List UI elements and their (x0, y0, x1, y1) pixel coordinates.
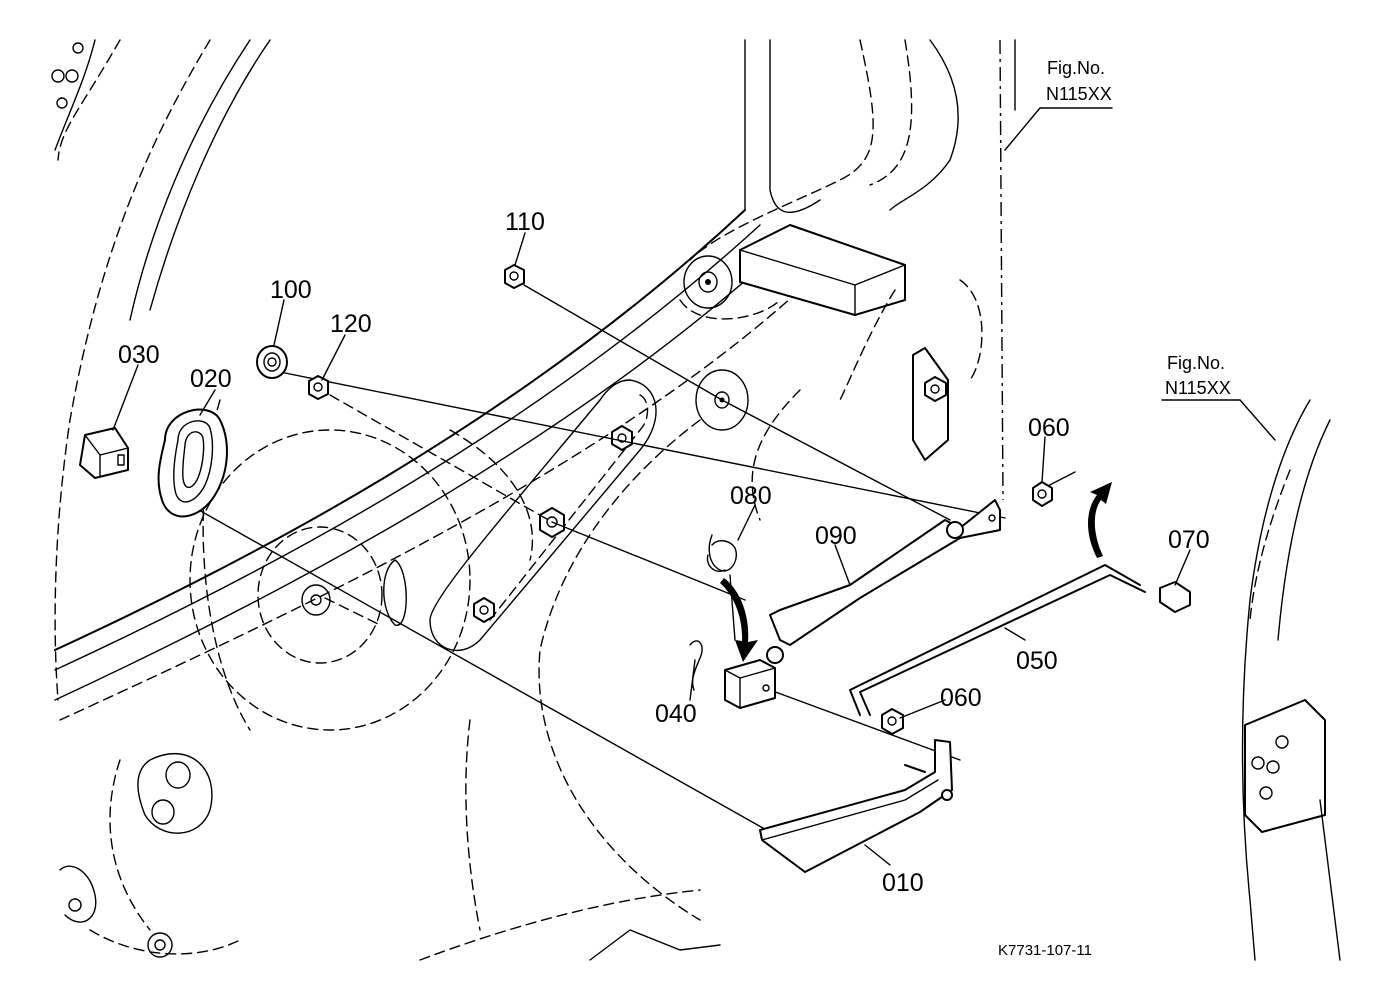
part-label-050: 050 (1016, 647, 1058, 675)
part-050-rod (849, 564, 1146, 716)
part-110-nut (504, 264, 525, 289)
part-label-040: 040 (655, 700, 697, 728)
part-020-grommet (157, 408, 228, 518)
part-120-nut (308, 375, 329, 400)
part-label-020: 020 (190, 365, 232, 393)
part-010-pedal-bracket (759, 739, 953, 873)
part-label-010: 010 (882, 869, 924, 897)
part-label-070: 070 (1168, 526, 1210, 554)
part-030-cap (79, 427, 129, 479)
assembly-arrow-spring (720, 578, 758, 662)
part-060-nut-lower (881, 708, 904, 735)
part-label-100: 100 (270, 276, 312, 304)
leader-lines (112, 107, 1276, 866)
part-100-bearing (256, 345, 288, 379)
machine-body-outline (51, 39, 1341, 961)
fig-ref-upper-number: N115XX (1046, 84, 1112, 104)
part-060-nut-upper (1032, 481, 1053, 507)
part-070-grip (1159, 581, 1191, 613)
part-label-090: 090 (815, 522, 857, 550)
part-label-080: 080 (730, 482, 772, 510)
part-040-clip-holder (689, 640, 776, 709)
part-label-120: 120 (330, 310, 372, 338)
assembly-center-lines (189, 284, 1076, 833)
part-label-060-lower: 060 (940, 684, 982, 712)
figure-reference-right: Fig.No. N115XX (1165, 353, 1231, 398)
fig-ref-upper-label: Fig.No. (1047, 58, 1105, 78)
part-090-link-rod (766, 499, 1001, 664)
part-label-060-upper: 060 (1028, 414, 1070, 442)
part-label-030: 030 (118, 341, 160, 369)
figure-code: K7731-107-11 (998, 942, 1092, 959)
fig-ref-right-label: Fig.No. (1167, 353, 1225, 373)
figure-reference-upper: Fig.No. N115XX (1046, 58, 1112, 104)
part-labels: 010 020 030 040 050 060 060 070 080 090 … (118, 208, 1210, 897)
fig-ref-right-number: N115XX (1165, 378, 1231, 398)
assembly-arrow-rod (1088, 482, 1112, 558)
part-label-110: 110 (505, 208, 545, 236)
